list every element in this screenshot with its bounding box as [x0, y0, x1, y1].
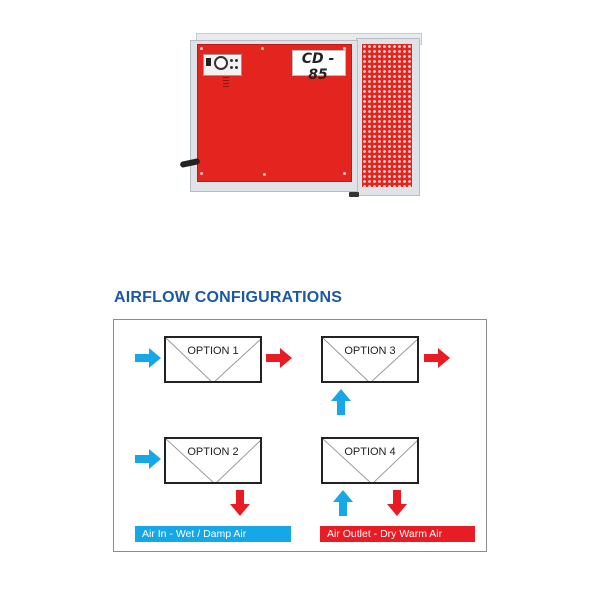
product-illustration: CD - 85: [0, 0, 600, 210]
indicator-led-icon: [230, 66, 233, 69]
air-out-arrow-right-icon: [266, 348, 292, 368]
option-4-box: OPTION 4: [321, 437, 419, 484]
air-out-arrow-down-icon: [230, 490, 250, 516]
power-switch-icon: [206, 58, 211, 66]
screw-icon: [343, 47, 346, 50]
indicator-led-icon: [230, 59, 233, 62]
model-badge: [292, 50, 346, 76]
air-in-arrow-up-icon: [331, 389, 351, 415]
air-in-arrow-up-icon: [333, 490, 353, 516]
indicator-led-icon: [235, 66, 238, 69]
air-in-arrow-right-icon: [135, 449, 161, 469]
air-out-arrow-down-icon: [387, 490, 407, 516]
indicator-led-icon: [235, 59, 238, 62]
screw-icon: [200, 47, 203, 50]
screw-icon: [261, 47, 264, 50]
air-in-arrow-right-icon: [135, 348, 161, 368]
sensor-vent-icon: [223, 77, 229, 87]
option-label: OPTION 1: [187, 345, 239, 357]
screw-icon: [343, 172, 346, 175]
option-1-box: OPTION 1: [164, 336, 262, 383]
option-label: OPTION 2: [187, 446, 239, 458]
legend-air-outlet: Air Outlet - Dry Warm Air: [320, 526, 475, 542]
option-label: OPTION 4: [344, 446, 396, 458]
screw-icon: [200, 172, 203, 175]
humidistat-knob-icon: [214, 56, 228, 70]
envelope-lines-icon: [323, 338, 417, 381]
envelope-lines-icon: [323, 439, 417, 482]
option-2-box: OPTION 2: [164, 437, 262, 484]
envelope-lines-icon: [166, 439, 260, 482]
legend-air-in: Air In - Wet / Damp Air: [135, 526, 291, 542]
unit-side-mesh-grille: [362, 44, 412, 187]
option-3-box: OPTION 3: [321, 336, 419, 383]
section-title: AIRFLOW CONFIGURATIONS: [114, 289, 343, 306]
unit-foot: [349, 192, 359, 197]
envelope-lines-icon: [166, 338, 260, 381]
air-out-arrow-right-icon: [424, 348, 450, 368]
model-badge-text: CD - 85: [301, 51, 335, 83]
option-label: OPTION 3: [344, 345, 396, 357]
screw-icon: [263, 173, 266, 176]
